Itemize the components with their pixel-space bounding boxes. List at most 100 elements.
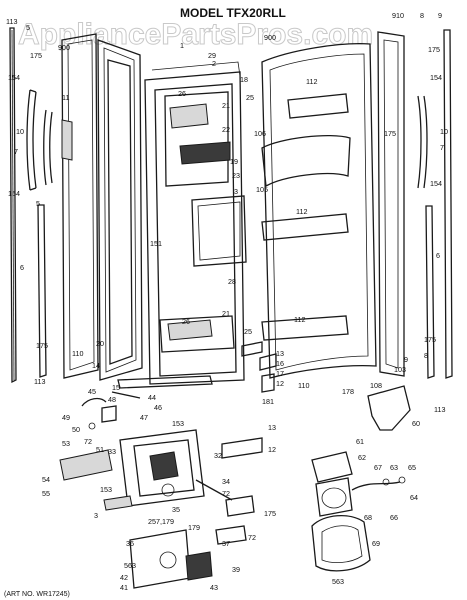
callout-label: 26 (182, 317, 190, 326)
callout-label: 72 (84, 437, 92, 446)
left-outer-trim-strip (9, 27, 17, 384)
callout-label: 36 (126, 539, 134, 548)
callout-label: 3 (234, 187, 238, 196)
shelf-support-parts (241, 341, 277, 393)
callout-label: 35 (172, 505, 180, 514)
callout-label: 11 (62, 93, 69, 102)
callout-label: 10 (440, 127, 448, 136)
freezer-bottom-shelf (159, 315, 235, 353)
callout-labels: 113 5 175 154 11 10 7 154 5 6 900 1 29 2… (6, 11, 448, 592)
callout-label: 53 (62, 439, 70, 448)
callout-label: 113 (34, 377, 45, 386)
actuator-parts (215, 437, 263, 545)
callout-label: 563 (332, 577, 344, 586)
callout-label: 113 (434, 405, 445, 414)
auger-motor-assembly (129, 479, 233, 589)
watermark-text: AppliancePartsPros.com (18, 18, 373, 51)
left-handle-strip (43, 109, 53, 186)
drip-tray (59, 449, 113, 481)
callout-label: 112 (306, 77, 317, 86)
callout-label: 25 (246, 93, 254, 102)
callout-label: 175 (36, 341, 48, 350)
callout-label: 175 (264, 509, 276, 518)
callout-label: 113 (6, 17, 17, 26)
callout-label: 65 (408, 463, 416, 472)
callout-label: 175 (30, 51, 42, 60)
callout-label: 110 (72, 349, 83, 358)
freezer-liner (144, 61, 245, 385)
water-valve-bracket (367, 385, 411, 431)
callout-label: 37 (222, 539, 230, 548)
callout-label: 14 (92, 361, 100, 370)
callout-label: 151 (150, 239, 162, 248)
callout-label: 5 (26, 23, 30, 32)
callout-label: 25 (244, 327, 252, 336)
freezer-door-liner (97, 39, 143, 381)
callout-label: 900 (58, 43, 70, 52)
callout-label: 105 (256, 185, 268, 194)
ice-maker-mold (311, 515, 371, 572)
callout-label: 62 (358, 453, 366, 462)
callout-label: 61 (356, 437, 364, 446)
callout-label: 106 (254, 129, 266, 138)
callout-label: 108 (370, 381, 382, 390)
callout-label: 13 (276, 349, 284, 358)
model-title: MODEL TFX20RLL (180, 6, 286, 20)
freezer-top-shelf (164, 91, 231, 187)
callout-label: 48 (108, 395, 116, 404)
dispenser-cover-assembly (119, 429, 205, 507)
small-parts-cluster-left (81, 391, 141, 430)
callout-label: 19 (230, 157, 238, 166)
callout-label: 22 (222, 125, 230, 134)
callout-label: 39 (232, 565, 240, 574)
callout-label: 900 (264, 33, 276, 42)
callout-label: 15 (112, 383, 120, 392)
callout-label: 154 (8, 73, 20, 82)
callout-label: 66 (390, 513, 398, 522)
freezer-door-panel (61, 33, 99, 379)
callout-label: 8 (420, 11, 424, 20)
ice-maker-motor (315, 477, 353, 517)
fresh-food-door-panel (377, 31, 405, 377)
callout-label: 154 (430, 73, 442, 82)
callout-label: 103 (394, 365, 406, 374)
callout-label: 563 (124, 561, 136, 570)
art-number: (ART NO. WR17245) (4, 591, 70, 598)
ice-bin (311, 451, 353, 483)
callout-label: 1 (180, 41, 184, 50)
callout-label: 153 (172, 419, 184, 428)
callout-label: 16 (276, 359, 284, 368)
callout-label: 6 (20, 263, 24, 272)
right-outer-trim-strip (443, 29, 453, 379)
callout-label: 178 (342, 387, 354, 396)
callout-label: 18 (240, 75, 248, 84)
callout-label: 28 (228, 277, 236, 286)
fresh-food-door-liner (261, 43, 377, 379)
callout-label: 12 (276, 379, 284, 388)
callout-label: 910 (392, 11, 404, 20)
callout-label: 44 (148, 393, 156, 402)
callout-label: 26 (178, 89, 186, 98)
callout-label: 63 (390, 463, 398, 472)
callout-label: 175 (424, 335, 436, 344)
right-handle (417, 95, 428, 189)
callout-label: 13 (268, 423, 276, 432)
callout-label: 72 (222, 489, 230, 498)
callout-label: 43 (210, 583, 218, 592)
callout-label: 5 (36, 199, 40, 208)
freezer-bottom-rail (117, 375, 213, 389)
callout-label: 72 (248, 533, 256, 542)
callout-label: 42 (120, 573, 128, 582)
callout-label: 154 (8, 189, 20, 198)
callout-label: 2 (212, 59, 216, 68)
callout-label: 10 (16, 127, 24, 136)
callout-label: 154 (430, 179, 442, 188)
callout-label: 47 (140, 413, 148, 422)
callout-label: 20 (96, 339, 104, 348)
callout-label: 23 (232, 171, 240, 180)
callout-label: 175 (428, 45, 440, 54)
callout-label: 17 (276, 369, 284, 378)
callout-label: 45 (88, 387, 96, 396)
callout-label: 32 (214, 451, 222, 460)
